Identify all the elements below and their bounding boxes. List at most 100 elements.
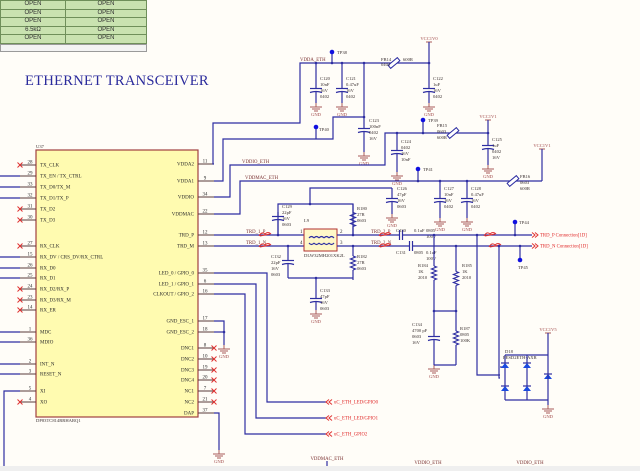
component-value: 600R [403, 57, 414, 62]
net-tie-icon [258, 232, 272, 237]
component-value: 16V [320, 300, 329, 305]
component-refdes: R185 [462, 263, 473, 268]
component-refdes: C120 [320, 76, 331, 81]
component-value: 0402 [492, 149, 502, 154]
pin-number: 14 [28, 306, 34, 311]
inductor-coil-icon [313, 235, 320, 246]
test-point-label: TP40 [319, 127, 330, 132]
pin-name: NC1 [185, 390, 195, 395]
test-point-label: TP44 [519, 220, 530, 225]
inductor-coil-icon [318, 235, 325, 246]
pin-name: TX_CLK [40, 164, 60, 169]
pin-name: RX_D0 [40, 267, 56, 272]
component-refdes: C132 [271, 254, 282, 259]
wire [214, 320, 225, 345]
test-point-icon [415, 166, 421, 172]
component-value: 27R [357, 212, 366, 217]
component-value: 1K [462, 269, 468, 274]
component-refdes: R184 [418, 263, 429, 268]
component-value: 600R [520, 186, 531, 191]
component-value: 1uF [433, 82, 441, 87]
pin-name: RESET_N [40, 373, 62, 378]
component-value: 0603 [282, 222, 292, 227]
ground-label: GND [387, 223, 398, 228]
test-point-label: TP41 [423, 167, 434, 172]
pin-name: NC2 [185, 401, 195, 406]
no-connect-icon [211, 399, 217, 405]
no-connect-icon [17, 217, 23, 223]
component-refdes: C124 [401, 139, 412, 144]
net-label: VDDMAC_ETH [245, 176, 279, 181]
ferrite-bead-icon [446, 126, 460, 140]
component-value: DLW32MH201XK2L [304, 253, 345, 258]
net-label: TRD_2_P [371, 230, 391, 235]
component-value: 16V [271, 266, 280, 271]
wire [212, 62, 429, 165]
pin-number: 34 [203, 193, 209, 198]
pin-number: 12 [203, 231, 209, 236]
ic-refdes: U37 [36, 144, 45, 149]
component-value: 4700 pF [412, 328, 428, 333]
off-sheet-port-label: uC_ETH_GPIO2 [334, 433, 368, 438]
component-refdes: C127 [444, 186, 455, 191]
component-value: 0402 [369, 130, 379, 135]
component-refdes: FB16 [520, 174, 531, 179]
component-value: 100K [460, 338, 471, 343]
table-scrollbar[interactable] [0, 44, 147, 52]
inductor-coil-icon [323, 235, 330, 246]
component-value: 0402 [433, 94, 443, 99]
resistor-icon [348, 255, 358, 271]
wire [309, 187, 392, 204]
inductor-coil-icon [328, 235, 335, 246]
no-connect-icon [17, 399, 23, 405]
component-refdes: R187 [460, 326, 471, 331]
ground-label: GND [311, 319, 322, 324]
component-value: 16V [492, 155, 501, 160]
test-point-icon [512, 219, 518, 225]
net-tie-icon [378, 243, 392, 248]
pin-name: TX_D0/TX_M [40, 186, 71, 191]
pin-name: LED_1 / GPIO_1 [159, 283, 195, 288]
pin-number: 17 [203, 317, 209, 322]
component-value: 100V [426, 234, 437, 239]
pin-name: GND_ESC_2 [166, 331, 194, 336]
component-value: 0402 [320, 94, 330, 99]
pin-name: RX_D2/RX_P [40, 288, 69, 293]
pin-name: RX_D3/RX_M [40, 299, 71, 304]
pin-name: VDDA1 [177, 180, 194, 185]
wire [498, 246, 500, 379]
ground-label: GND [435, 227, 446, 232]
resistor-icon [429, 265, 439, 281]
component-value: 0603 [412, 334, 422, 339]
component-value: 0805 [414, 250, 424, 255]
component-value: 16V [369, 136, 378, 141]
component-value: 16V [346, 88, 355, 93]
test-point-icon [313, 124, 319, 130]
ferrite-bead-icon [387, 56, 401, 70]
test-point-icon [517, 257, 523, 263]
net-tie-icon [483, 232, 497, 237]
component-value: 2010 [418, 275, 428, 280]
pin-number: 31 [28, 205, 34, 210]
component-value: 10nF [444, 192, 454, 197]
bottom-scrollbar[interactable] [0, 466, 640, 471]
component-refdes: R182 [357, 254, 368, 259]
component-value: 10nF [320, 82, 330, 87]
component-value: 16V [471, 198, 480, 203]
component-value: PESD2ETH-AXR [503, 355, 538, 360]
pin-number: 25 [28, 274, 34, 279]
junction-dot [362, 115, 366, 119]
test-point-icon [329, 49, 335, 55]
pin-name: TX_D2 [40, 208, 56, 213]
component-value: 16V [320, 88, 329, 93]
no-connect-icon [17, 206, 23, 212]
pin-number: 23 [28, 296, 34, 301]
net-label: TRD_1_N [246, 241, 267, 246]
pin-name: DAP [184, 412, 194, 417]
ground-label: GND [462, 227, 473, 232]
common-mode-choke-icon [303, 228, 338, 252]
net-label: VDDIO_ETH [516, 461, 544, 466]
net-label: VDDA_ETH [300, 58, 326, 63]
